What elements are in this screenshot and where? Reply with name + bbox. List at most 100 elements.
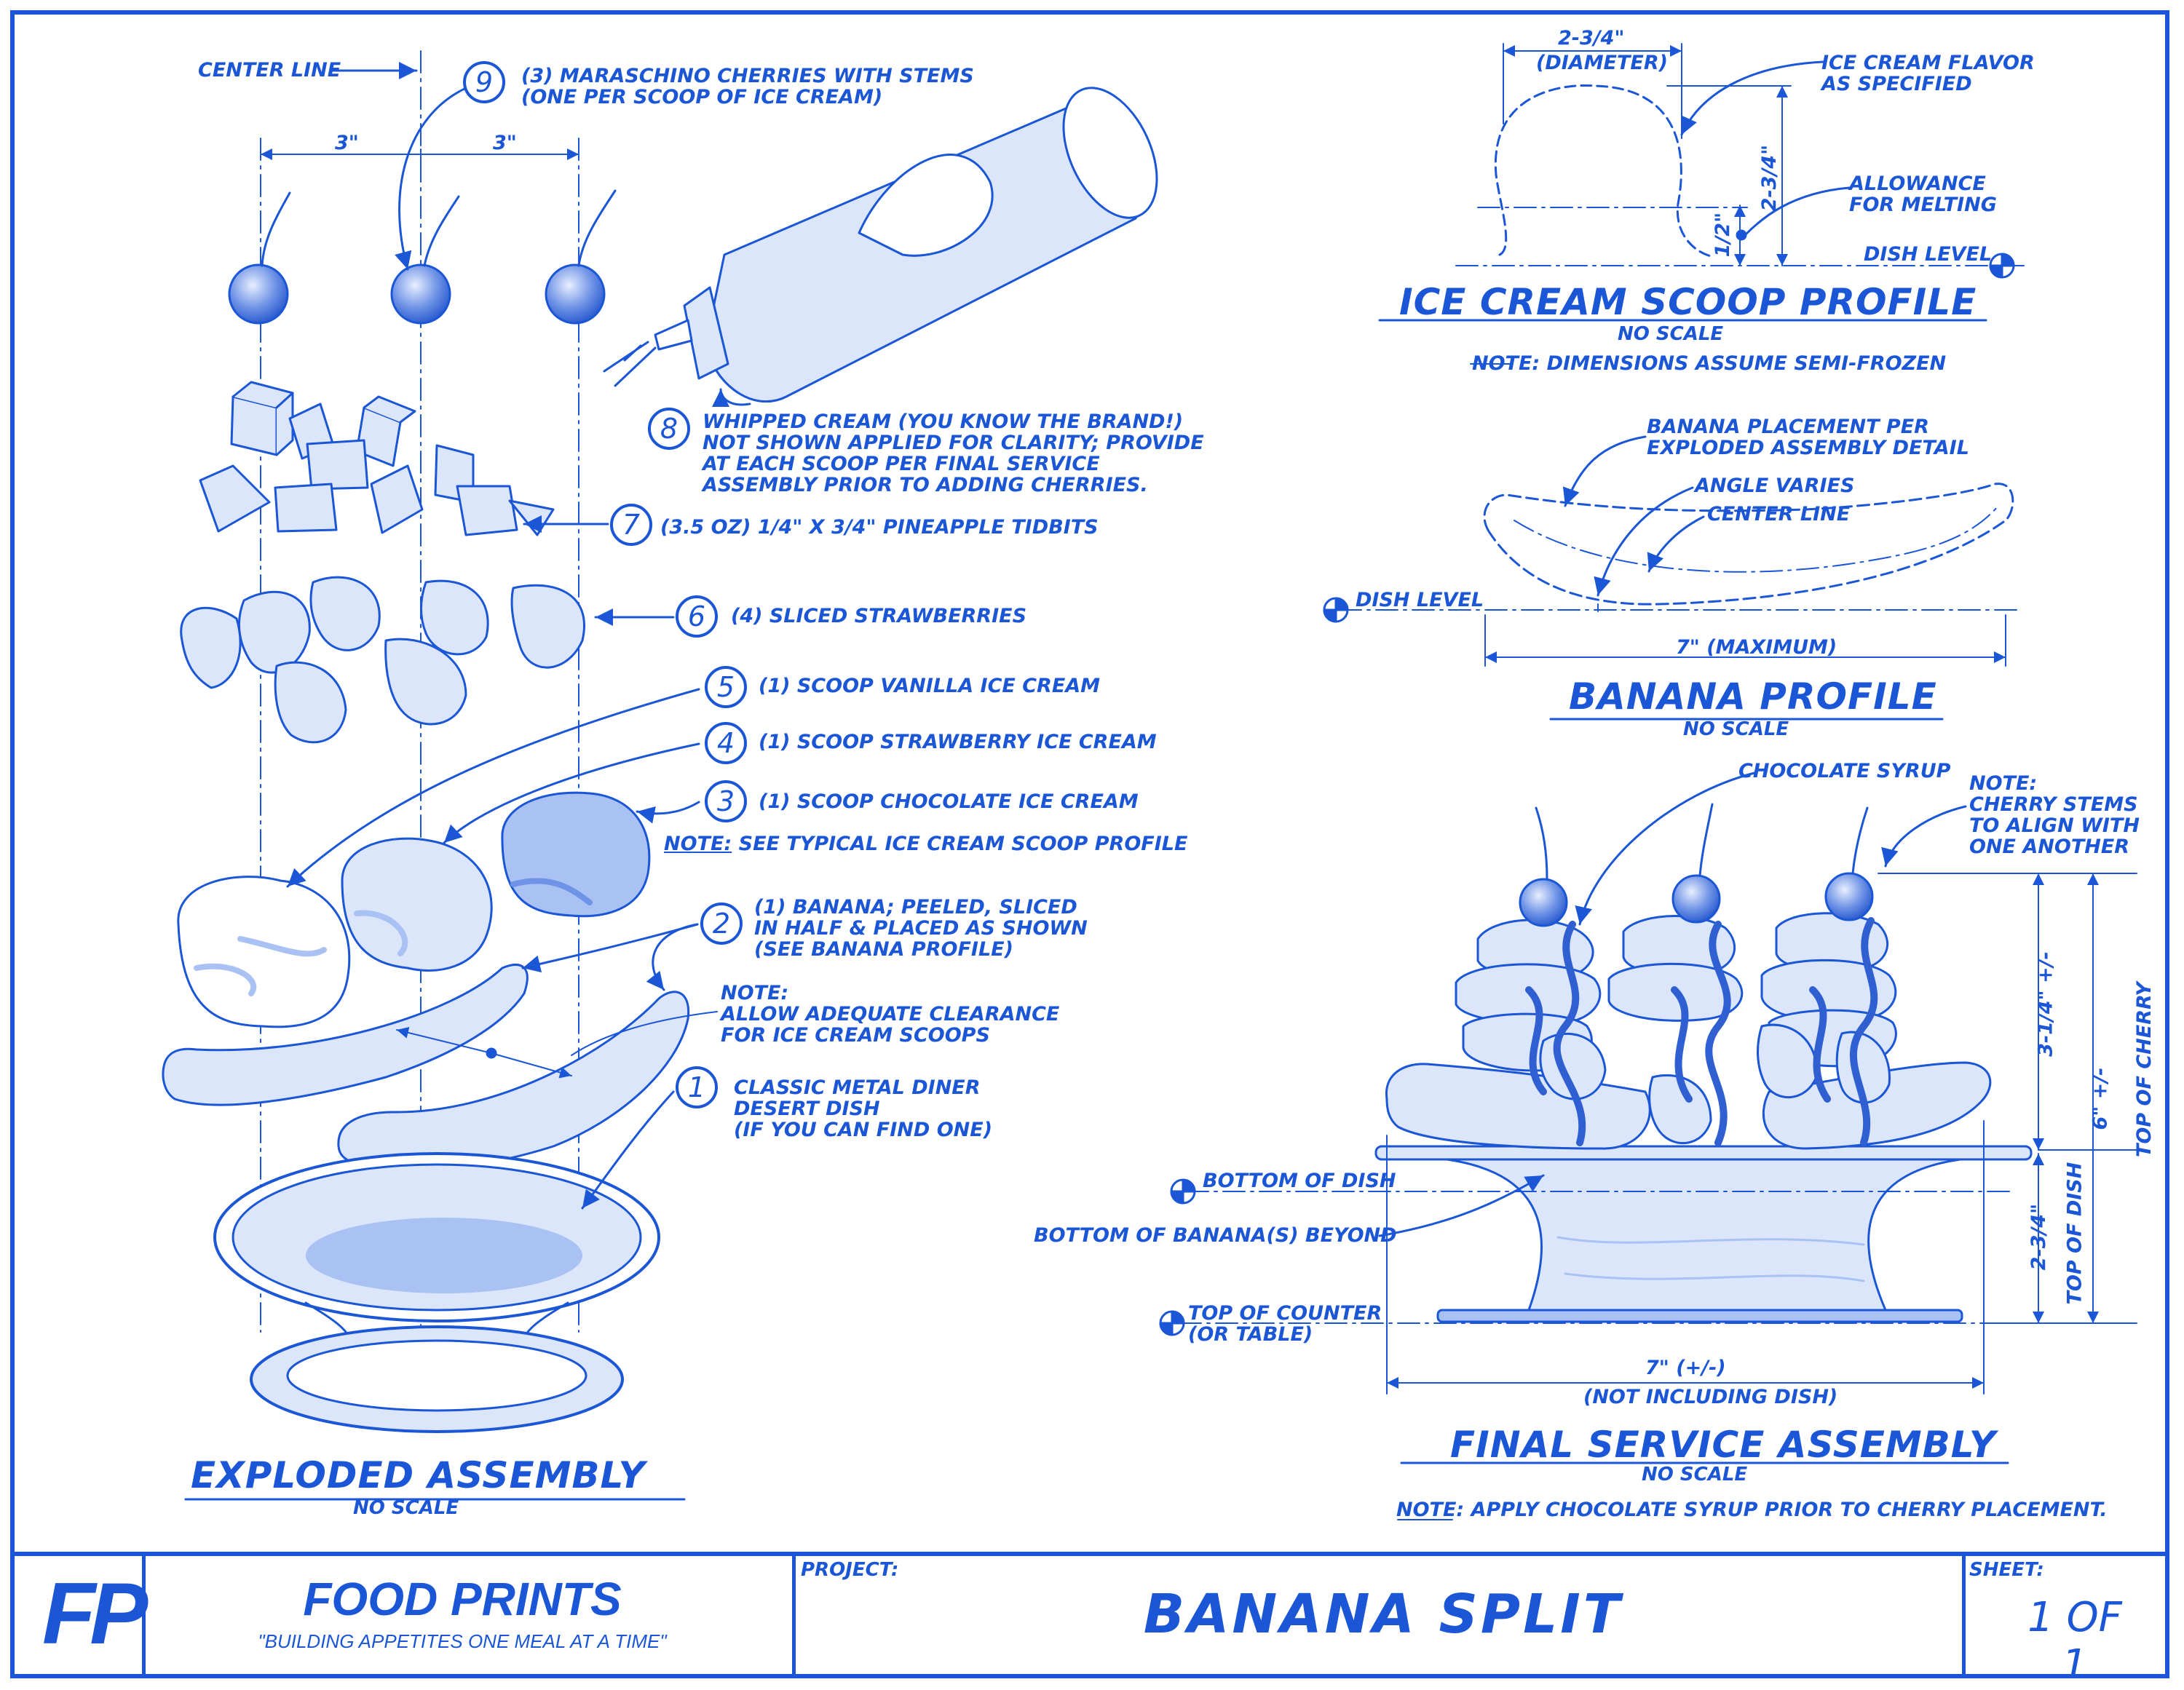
callout-4-text: (1) SCOOP STRAWBERRY ICE CREAM (759, 731, 1157, 753)
title-block-divider-2 (792, 1552, 796, 1678)
note-scoop-prefix: NOTE: (664, 833, 732, 855)
leader-5 (286, 688, 700, 888)
project-label: PROJECT: (801, 1559, 899, 1581)
scoop-dim-diameter: 2-3/4" (1558, 27, 1625, 49)
callout-9-badge: 9 (463, 61, 505, 103)
callout-5-text: (1) SCOOP VANILLA ICE CREAM (759, 675, 1101, 697)
leader-4 (443, 742, 700, 844)
callout-3-text: (1) SCOOP CHOCOLATE ICE CREAM (759, 790, 1139, 813)
final-no-scale: NO SCALE (1642, 1464, 1748, 1485)
brand-name: FOOD PRINTS (303, 1573, 622, 1625)
bottom-of-dish-label: BOTTOM OF DISH (1203, 1170, 1396, 1192)
cherry-group-exploded (228, 189, 617, 325)
final-note-body: APPLY CHOCOLATE SYRUP PRIOR TO CHERRY PL… (1464, 1499, 2108, 1521)
callout-7-text: (3.5 OZ) 1/4" X 3/4" PINEAPPLE TIDBITS (660, 516, 1099, 539)
scoop-flavor-label: ICE CREAM FLAVOR AS SPECIFIED (1821, 52, 2035, 96)
dim-2-3-4: 2-3/4" (2027, 1203, 2051, 1271)
cherry-center (390, 263, 451, 325)
chocolate-syrup-label: CHOCOLATE SYRUP (1738, 760, 1951, 782)
sliced-strawberries (180, 576, 585, 744)
final-dish-base (1436, 1309, 1963, 1323)
banana-profile-drawing (1323, 435, 2017, 667)
final-note-prefix: NOTE: (1396, 1499, 1465, 1521)
scoop-no-scale: NO SCALE (1618, 323, 1724, 345)
banana-dish-level: DISH LEVEL (1356, 589, 1484, 611)
scoop-vanilla (177, 876, 351, 1028)
scoop-chocolate (501, 791, 651, 918)
banana-center-line-label: CENTER LINE (1707, 503, 1851, 525)
scoop-note: NOTE: DIMENSIONS ASSUME SEMI-FROZEN (1472, 353, 1946, 374)
metal-dish-exploded (213, 1152, 660, 1433)
scoop-profile-title: ICE CREAM SCOOP PROFILE (1399, 281, 1977, 323)
bottom-of-banana-label: BOTTOM OF BANANA(S) BEYOND (1034, 1224, 1397, 1247)
final-assembly-drawing (1159, 771, 2137, 1395)
banana-no-scale: NO SCALE (1683, 718, 1789, 740)
sheet-number: 1 OF 1 (2027, 1594, 2122, 1689)
dim-3in-right: 3" (493, 132, 517, 154)
callout-4-badge: 4 (705, 722, 747, 764)
dim-top-of-cherry: TOP OF CHERRY (2132, 982, 2156, 1158)
banana-left (162, 964, 529, 1106)
final-banana-left (1385, 1063, 1651, 1150)
scoop-dim-diameter-sub: (DIAMETER) (1536, 52, 1668, 74)
banana-dim-7in: 7" (MAXIMUM) (1676, 636, 1837, 659)
final-note: NOTE: APPLY CHOCOLATE SYRUP PRIOR TO CHE… (1396, 1499, 2108, 1520)
callout-8-text: WHIPPED CREAM (YOU KNOW THE BRAND!) NOT … (703, 410, 1204, 497)
cherry-left (228, 263, 289, 325)
callout-3-badge: 3 (705, 780, 747, 822)
callout-1-badge: 1 (676, 1066, 718, 1108)
final-dish-rim (1374, 1145, 2033, 1161)
pineapple-tidbits (199, 381, 555, 536)
banana-profile-title: BANANA PROFILE (1569, 675, 1937, 718)
project-name: BANANA SPLIT (1143, 1583, 1623, 1646)
dim-3-1-4: 3-1/4" +/- (2034, 951, 2057, 1057)
dim-3in-left: 3" (335, 132, 359, 154)
final-cherry-left (1519, 878, 1568, 927)
leader-3 (636, 801, 700, 824)
brand-tagline: "BUILDING APPETITES ONE MEAL AT A TIME" (258, 1630, 667, 1652)
callout-1-text: CLASSIC METAL DINER DESERT DISH (IF YOU … (734, 1076, 993, 1142)
drawing-border (10, 10, 2169, 1678)
scoop-strawberry (341, 837, 493, 972)
note-clearance: NOTE: ALLOW ADEQUATE CLEARANCE FOR ICE C… (721, 982, 1060, 1047)
whipped-cream-can (603, 87, 1158, 402)
top-of-counter-label: TOP OF COUNTER (OR TABLE) (1188, 1302, 1382, 1346)
scoop-dim-melt: 1/2" (1712, 212, 1735, 258)
cherry-right (545, 263, 606, 325)
callout-6-text: (4) SLICED STRAWBERRIES (731, 605, 1027, 627)
callout-5-badge: 5 (705, 666, 747, 708)
scoop-dim-height: 2-3/4" (1758, 144, 1781, 212)
center-line-label: CENTER LINE (198, 59, 341, 82)
ice-cream-scoops (177, 791, 651, 1028)
cherry-stems-note: NOTE: CHERRY STEMS TO ALIGN WITH ONE ANO… (1969, 772, 2140, 859)
title-block-divider-1 (142, 1552, 146, 1678)
banana-placement-label: BANANA PLACEMENT PER EXPLODED ASSEMBLY D… (1647, 416, 1969, 460)
final-dim-7in: 7" (+/-) (1645, 1357, 1726, 1379)
scoop-dish-level: DISH LEVEL (1864, 243, 1993, 266)
note-scoop-body: SEE TYPICAL ICE CREAM SCOOP PROFILE (732, 833, 1188, 855)
callout-9-text: (3) MARASCHINO CHERRIES WITH STEMS (ONE … (521, 65, 974, 109)
chocolate-syrup-drizzle (1525, 917, 1878, 1146)
final-cherry-right (1824, 872, 1874, 921)
leader-1 (581, 1090, 675, 1210)
final-dim-sub: (NOT INCLUDING DISH) (1583, 1386, 1838, 1408)
final-dish-pedestal (1425, 1156, 1982, 1312)
company-logo: FP (42, 1565, 148, 1662)
sheet-label: SHEET: (1969, 1559, 2044, 1581)
callout-7-badge: 7 (610, 504, 652, 546)
callout-6-badge: 6 (676, 595, 718, 638)
final-assembly-title: FINAL SERVICE ASSEMBLY (1450, 1424, 1997, 1466)
banana-right (337, 991, 690, 1172)
scoop-note-body: DIMENSIONS ASSUME SEMI-FROZEN (1540, 352, 1947, 375)
callout-2-badge: 2 (700, 902, 743, 945)
final-cherry-center (1671, 874, 1721, 924)
scoop-melting-label: ALLOWANCE FOR MELTING (1849, 172, 1997, 217)
callout-8-badge: 8 (648, 408, 690, 450)
note-scoop-profile: NOTE: SEE TYPICAL ICE CREAM SCOOP PROFIL… (664, 833, 1187, 854)
title-block-divider-3 (1962, 1552, 1966, 1678)
leader-2b (521, 923, 699, 973)
callout-2-text: (1) BANANA; PEELED, SLICED IN HALF & PLA… (754, 896, 1088, 961)
leader-9 (395, 87, 466, 271)
exploded-assembly-title: EXPLODED ASSEMBLY (191, 1454, 646, 1496)
